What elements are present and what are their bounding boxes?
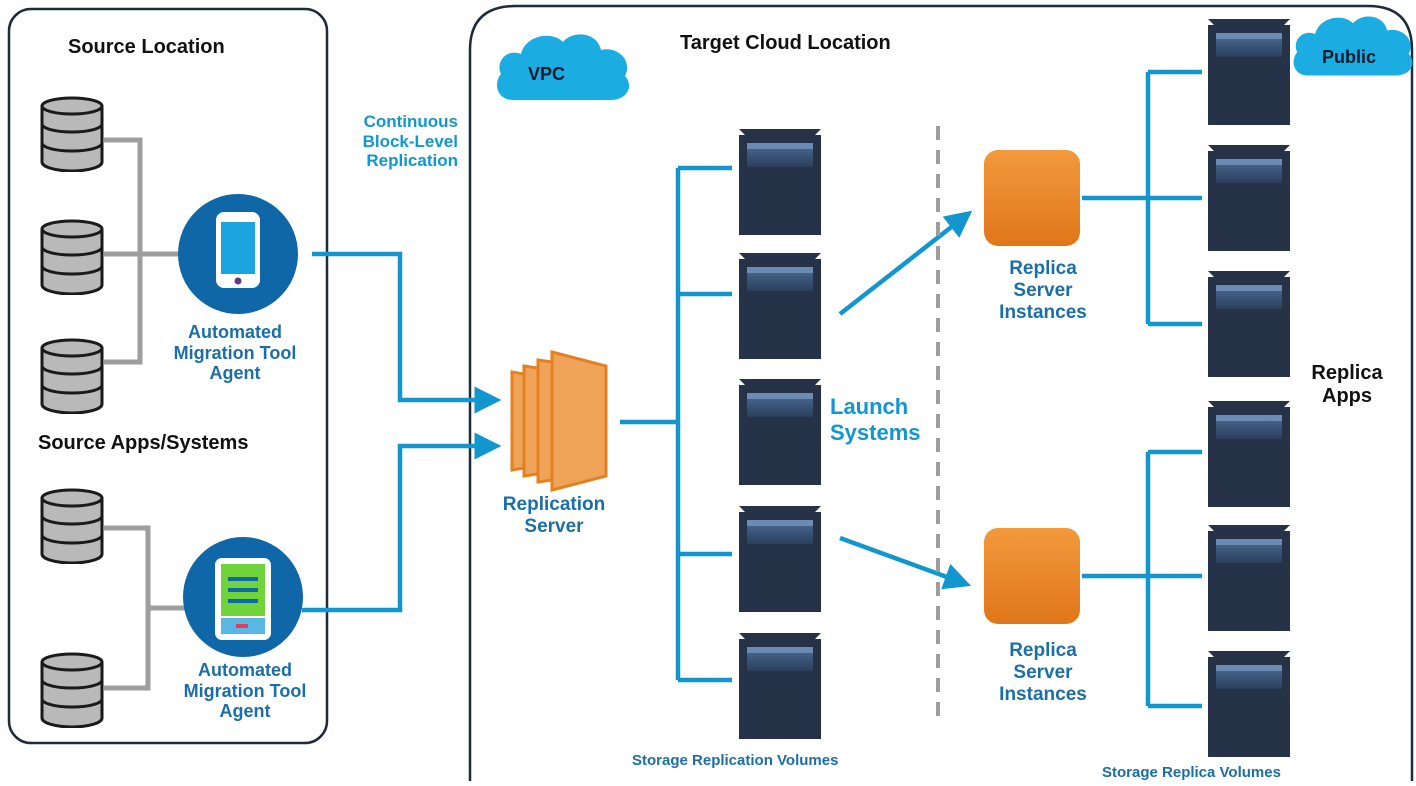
replication-server-icon bbox=[510, 350, 608, 492]
agent-label-line: Migration Tool bbox=[183, 680, 307, 701]
replica-instances-line: Server bbox=[1013, 279, 1073, 301]
vpc-label: VPC bbox=[528, 64, 566, 84]
smartphone-icon bbox=[178, 194, 298, 314]
launch-line: Launch bbox=[830, 394, 909, 419]
storage-replication-volumes-label: Storage Replication Volumes bbox=[632, 752, 839, 769]
replica-instances-line: Instances bbox=[999, 301, 1087, 323]
database-icon bbox=[40, 96, 104, 172]
replica-instance-icon bbox=[984, 150, 1080, 246]
server-icon bbox=[739, 253, 821, 359]
database-icon bbox=[40, 652, 104, 728]
server-icon bbox=[739, 129, 821, 235]
public-label: Public bbox=[1322, 47, 1377, 67]
agent-label-bottom: Automated Migration Tool Agent bbox=[160, 660, 330, 722]
source-connectors bbox=[104, 137, 186, 691]
target-cloud-panel bbox=[468, 4, 1414, 781]
replication-note-line: Continuous bbox=[363, 112, 458, 131]
replication-server-line: Replication bbox=[502, 494, 606, 515]
source-apps-label: Source Apps/Systems bbox=[38, 432, 249, 454]
replication-connectors bbox=[302, 69, 1202, 709]
server-icon bbox=[1208, 19, 1290, 125]
tablet-icon bbox=[183, 537, 303, 657]
database-icon bbox=[40, 219, 104, 295]
agent-label-top: Automated Migration Tool Agent bbox=[150, 322, 320, 384]
server-icon bbox=[739, 379, 821, 485]
replica-instance-icon bbox=[984, 528, 1080, 624]
agent-label-line: Agent bbox=[209, 363, 261, 384]
replica-instances-line: Replica bbox=[1009, 640, 1077, 661]
replication-server-line: Server bbox=[524, 515, 584, 537]
launch-systems-label: Launch Systems bbox=[830, 394, 921, 445]
server-icon bbox=[1208, 525, 1290, 631]
target-cloud-title: Target Cloud Location bbox=[680, 32, 891, 54]
replication-server-label: Replication Server bbox=[486, 494, 622, 538]
replication-note-line: Replication bbox=[366, 151, 458, 171]
database-icon bbox=[40, 488, 104, 564]
server-icon bbox=[1208, 401, 1290, 507]
agent-label-line: Migration Tool bbox=[173, 342, 297, 363]
source-location-title: Source Location bbox=[68, 36, 225, 58]
replica-apps-label: Replica Apps bbox=[1302, 362, 1392, 408]
server-icon bbox=[739, 506, 821, 612]
replication-note: Continuous Block-Level Replication bbox=[334, 112, 458, 171]
launch-line: Systems bbox=[830, 419, 921, 445]
server-icon bbox=[1208, 651, 1290, 757]
server-icon bbox=[1208, 271, 1290, 377]
replica-instances-line: Server bbox=[1013, 661, 1073, 683]
storage-replica-volumes-label: Storage Replica Volumes bbox=[1102, 764, 1281, 781]
replica-instances-line: Replica bbox=[1009, 258, 1077, 279]
agent-label-line: Agent bbox=[219, 701, 271, 722]
database-icon bbox=[40, 338, 104, 414]
server-icon bbox=[739, 633, 821, 739]
source-location-panel bbox=[7, 7, 329, 745]
agent-label-line: Automated bbox=[198, 660, 292, 680]
agent-label-line: Automated bbox=[188, 322, 282, 342]
replica-instances-line: Instances bbox=[999, 683, 1087, 705]
replica-apps-line: Replica bbox=[1311, 362, 1383, 384]
replica-apps-line: Apps bbox=[1322, 385, 1372, 407]
replication-note-line: Block-Level bbox=[362, 131, 458, 151]
replica-instances-label-top: Replica Server Instances bbox=[972, 258, 1114, 324]
server-icon bbox=[1208, 145, 1290, 251]
replica-instances-label-bottom: Replica Server Instances bbox=[972, 640, 1114, 706]
